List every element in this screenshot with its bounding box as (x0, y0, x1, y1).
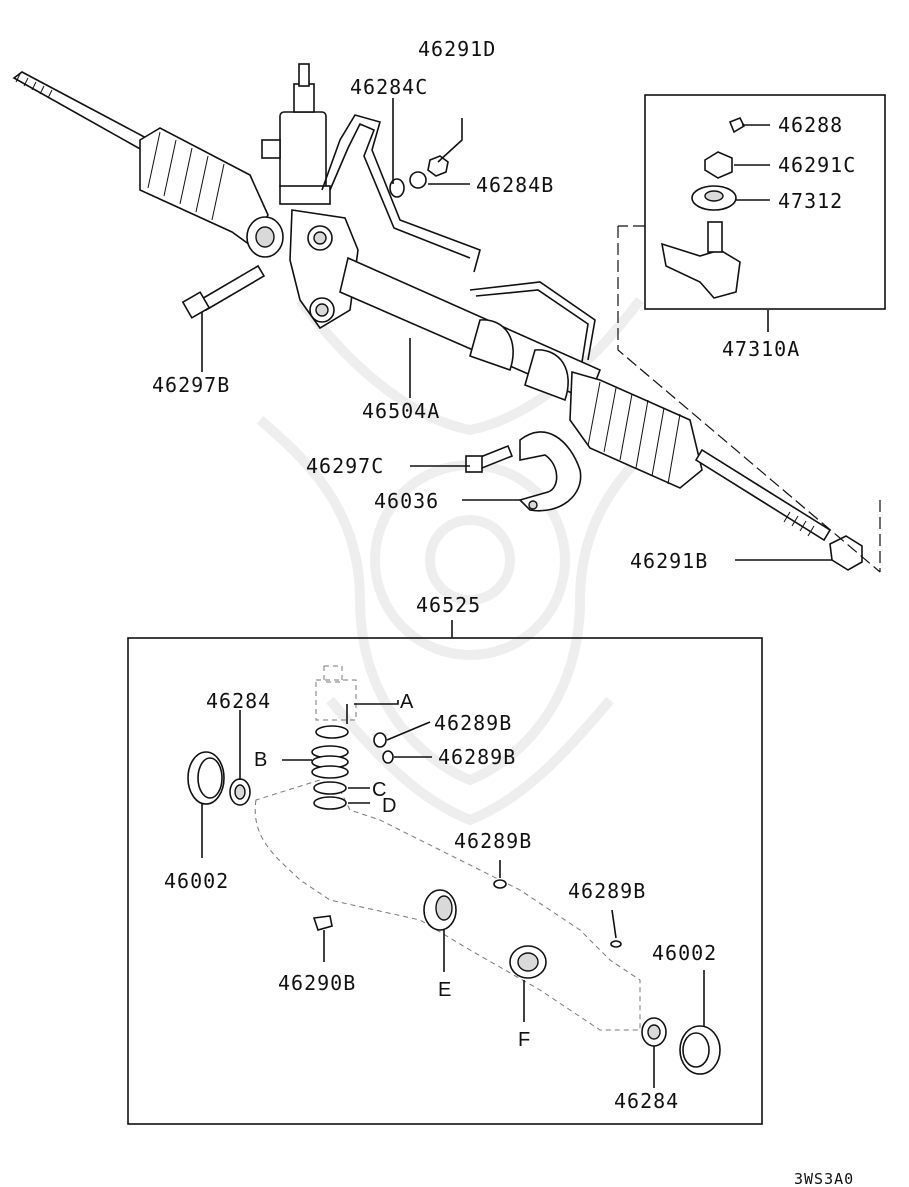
kit-housing-outline (254, 665, 641, 1031)
hydraulic-line-c (469, 281, 596, 361)
oring-46289B-4 (610, 940, 622, 948)
oring-46289B-2 (382, 750, 394, 764)
pinion-valve-body (279, 111, 327, 191)
letter-D: D (382, 795, 396, 817)
left-tie-rod-thread (15, 73, 53, 99)
label-46002-left: 46002 (164, 869, 229, 893)
oring-46289B-3 (493, 879, 507, 889)
bushing-46284-left (229, 778, 251, 806)
washer-46284C (389, 178, 405, 198)
label-46525: 46525 (416, 593, 481, 617)
pinion-input-shaft (293, 83, 315, 113)
hydraulic-line-a (321, 114, 481, 273)
label-46284-bottom: 46284 (614, 1089, 679, 1113)
seal-D (313, 796, 347, 810)
housing-left-bushing-hole (255, 226, 275, 248)
housing-cylinder-collar (469, 319, 514, 372)
label-46289B-4: 46289B (568, 879, 646, 903)
hydraulic-line-b (329, 122, 471, 259)
letter-F: F (518, 1029, 530, 1051)
nut-46284B (409, 171, 427, 189)
tie-rod-end-stud (707, 221, 723, 253)
mount-hole-upper-inner (313, 231, 327, 245)
label-46002-right: 46002 (652, 941, 717, 965)
nut-46291D (427, 155, 449, 177)
bushing-46284-right (641, 1017, 667, 1047)
left-boot-folds (147, 131, 225, 221)
label-46291C: 46291C (778, 153, 856, 177)
rack-assembly (12, 63, 832, 542)
label-46289B-2: 46289B (438, 745, 516, 769)
mount-hole-lower-inner (315, 303, 329, 317)
valve-collar (279, 185, 331, 205)
housing-mount-bracket (289, 209, 359, 330)
dashed-guide-left (617, 226, 881, 573)
label-46289B-3: 46289B (454, 829, 532, 853)
label-46036: 46036 (374, 489, 439, 513)
housing-cylinder-end (524, 349, 569, 402)
hydraulic-line-d (475, 289, 589, 363)
tie-rod-end-47310A (660, 242, 741, 299)
diagram-code: 3WS3A0 (794, 1170, 854, 1187)
watermark-emblem (256, 296, 684, 826)
cotter-pin-46288 (728, 116, 746, 134)
label-46297B: 46297B (152, 373, 230, 397)
label-46284-top: 46284 (206, 689, 271, 713)
letter-E: E (438, 979, 451, 1001)
clamp-bolt-hole (528, 500, 538, 510)
seal-A (315, 725, 349, 739)
seal-B (311, 745, 349, 779)
nut-46291B (829, 535, 863, 571)
label-46289B-1: 46289B (434, 711, 512, 735)
label-46290B: 46290B (278, 971, 356, 995)
tie-rod-end-parts (660, 116, 746, 299)
valve-port (261, 139, 281, 159)
left-tie-rod (12, 71, 152, 152)
seal-F (509, 945, 547, 979)
clamp-46002-left (187, 751, 225, 805)
label-46291D: 46291D (418, 37, 496, 61)
leader-lines-top (201, 98, 832, 561)
clamp-46002-right (679, 1025, 721, 1075)
label-47310A: 47310A (722, 337, 800, 361)
letter-B: B (254, 749, 267, 771)
seal-C (313, 781, 347, 795)
service-kit-box (127, 637, 763, 1125)
tie-rod-end-box (644, 94, 886, 310)
right-boot-folds (587, 381, 681, 485)
right-tie-rod (694, 448, 832, 542)
label-46504A: 46504A (362, 399, 440, 423)
letter-C: C (372, 779, 386, 801)
letter-A: A (400, 691, 414, 713)
pinion-shaft-spline (298, 63, 310, 87)
right-tie-rod-thread (783, 511, 815, 537)
bolt-46297B (181, 264, 266, 319)
label-46297C: 46297C (306, 454, 384, 478)
rack-mount-clamp (518, 431, 582, 512)
label-46284B: 46284B (476, 173, 554, 197)
washer-47312-hole (704, 190, 724, 202)
label-47312: 47312 (778, 189, 843, 213)
castle-nut-46291C (704, 151, 733, 179)
label-46291B: 46291B (630, 549, 708, 573)
oring-46289B-1 (373, 732, 387, 748)
label-46284C: 46284C (350, 75, 428, 99)
bolt-46297C (465, 444, 514, 473)
seal-E (423, 889, 457, 931)
plug-46290B (312, 915, 333, 931)
label-46288: 46288 (778, 113, 843, 137)
leader-lines-bottom (201, 700, 705, 1088)
right-rack-boot (569, 370, 703, 489)
